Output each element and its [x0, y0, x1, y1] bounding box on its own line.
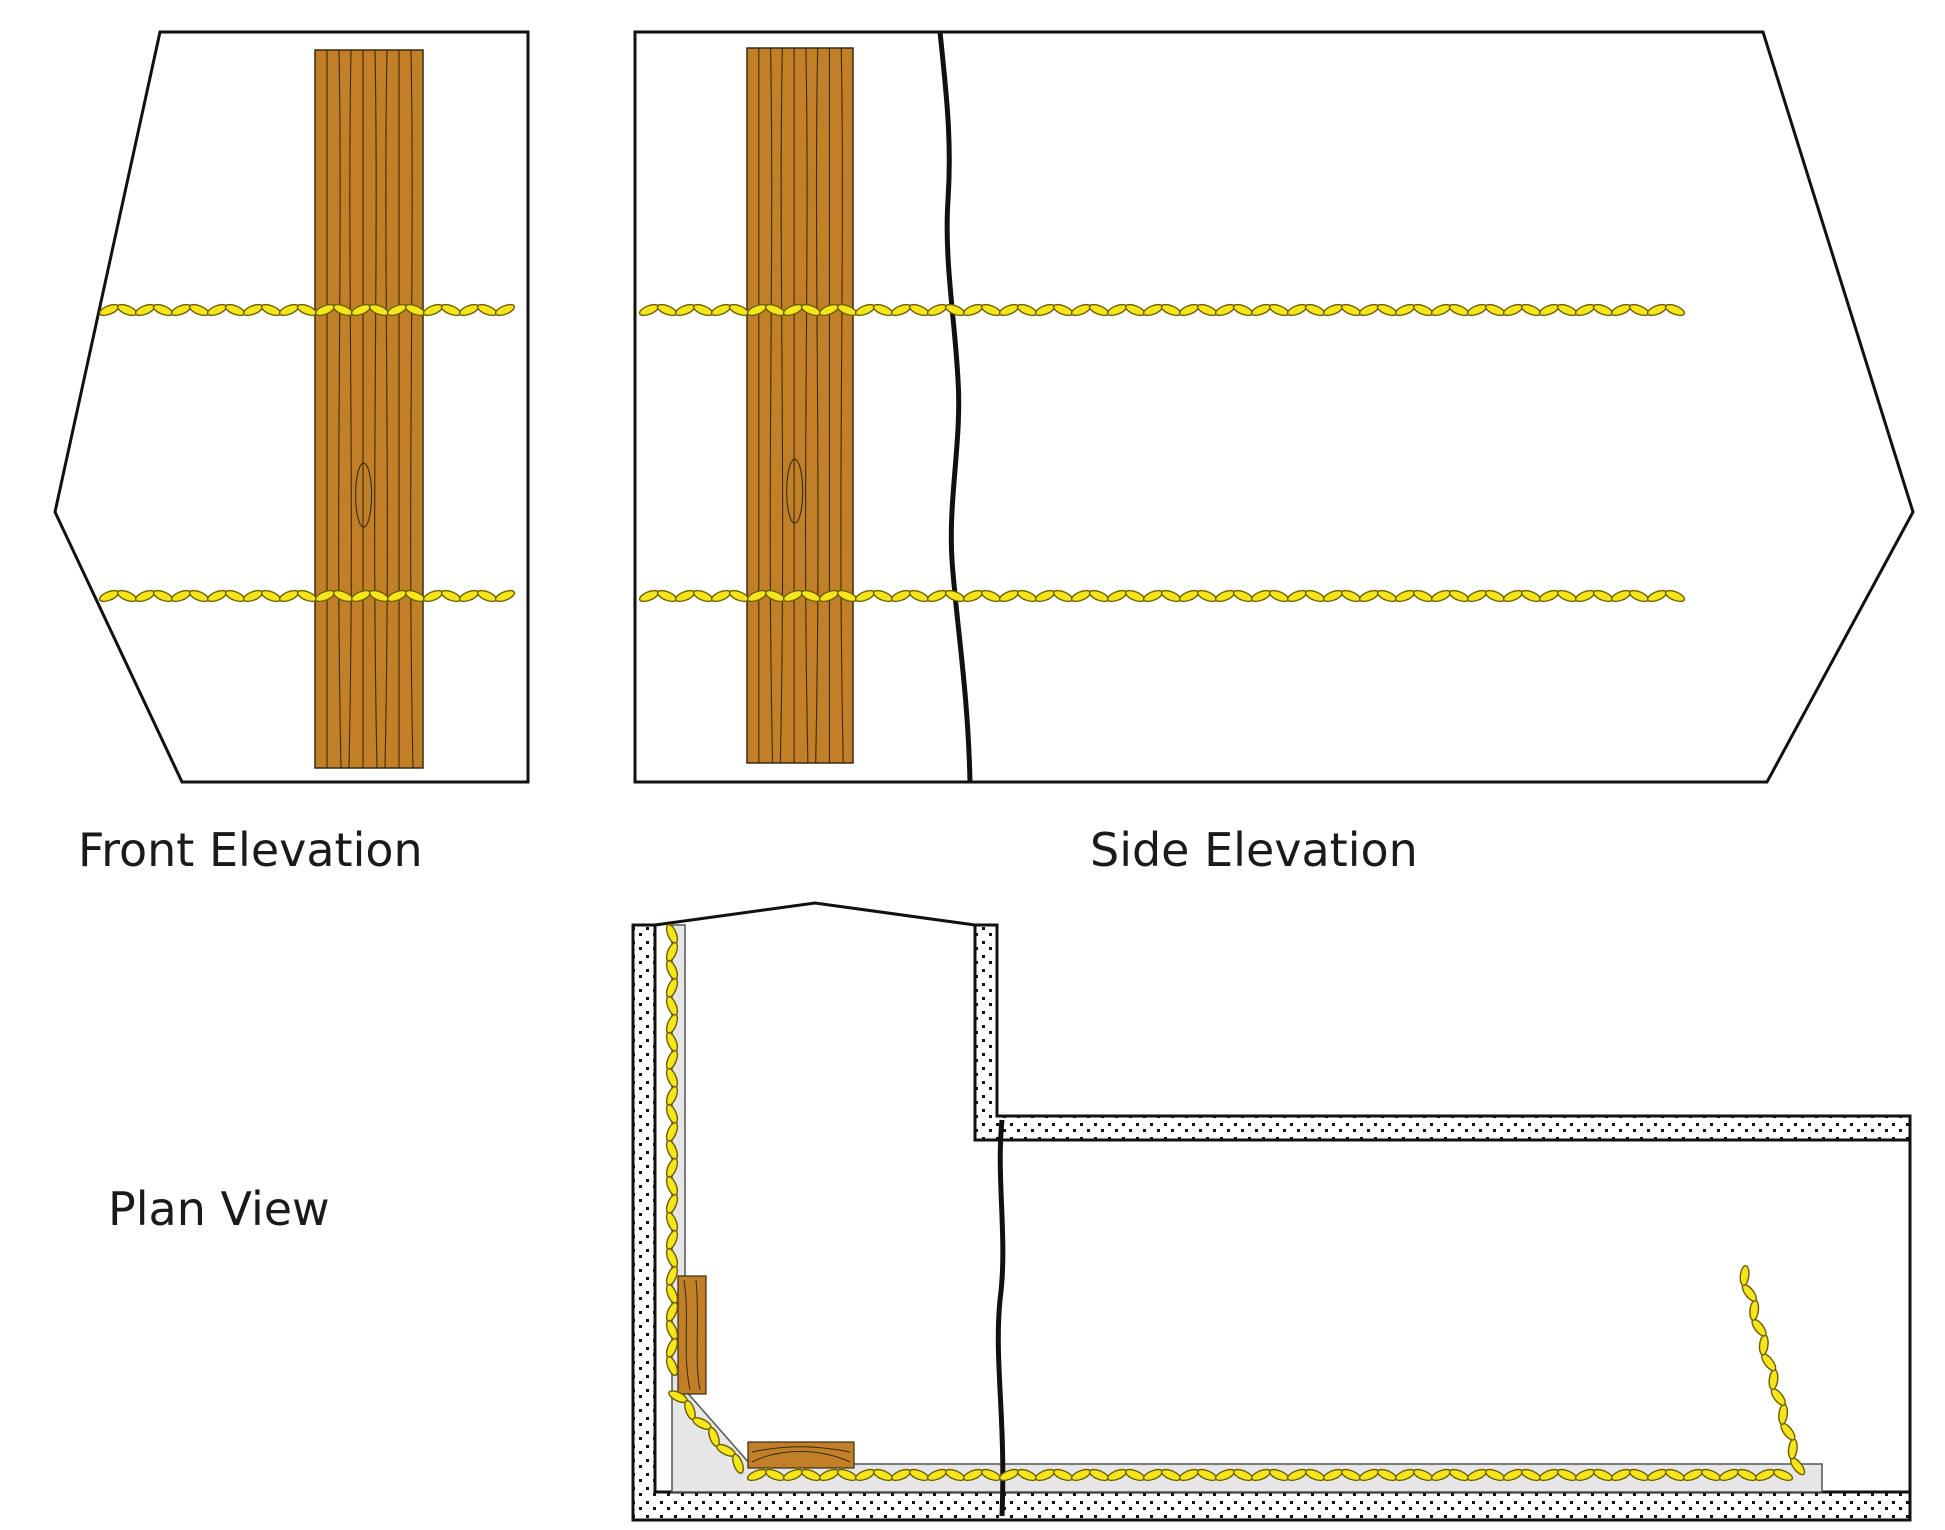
- front-elevation-label: Front Elevation: [78, 823, 423, 877]
- plan-crack-line: [995, 1119, 1006, 1517]
- side-rope-lower: [638, 589, 1686, 603]
- side-rope-upper: [638, 303, 1686, 317]
- side-elevation-label: Side Elevation: [1090, 823, 1418, 877]
- plan-view-label: Plan View: [108, 1182, 330, 1236]
- plan-wood-block-vertical: [677, 1275, 707, 1395]
- plan-view: [631, 901, 1912, 1522]
- front-rope-lower: [98, 589, 516, 603]
- front-rope-upper: [98, 303, 516, 317]
- plan-concrete-wall: [631, 923, 1912, 1522]
- side-wood-post: [746, 47, 854, 764]
- plan-wood-block-horizontal: [747, 1441, 855, 1469]
- plan-rope: [665, 923, 1806, 1482]
- front-wood-post: [314, 49, 424, 769]
- front-elevation: [53, 30, 530, 784]
- side-crack-line: [937, 31, 973, 783]
- plan-roof-line: [654, 901, 976, 927]
- side-elevation: [633, 30, 1915, 784]
- plan-concrete-wall-upper: [973, 923, 1912, 1142]
- plan-liner: [671, 924, 1823, 1493]
- front-wall-outline: [53, 30, 530, 784]
